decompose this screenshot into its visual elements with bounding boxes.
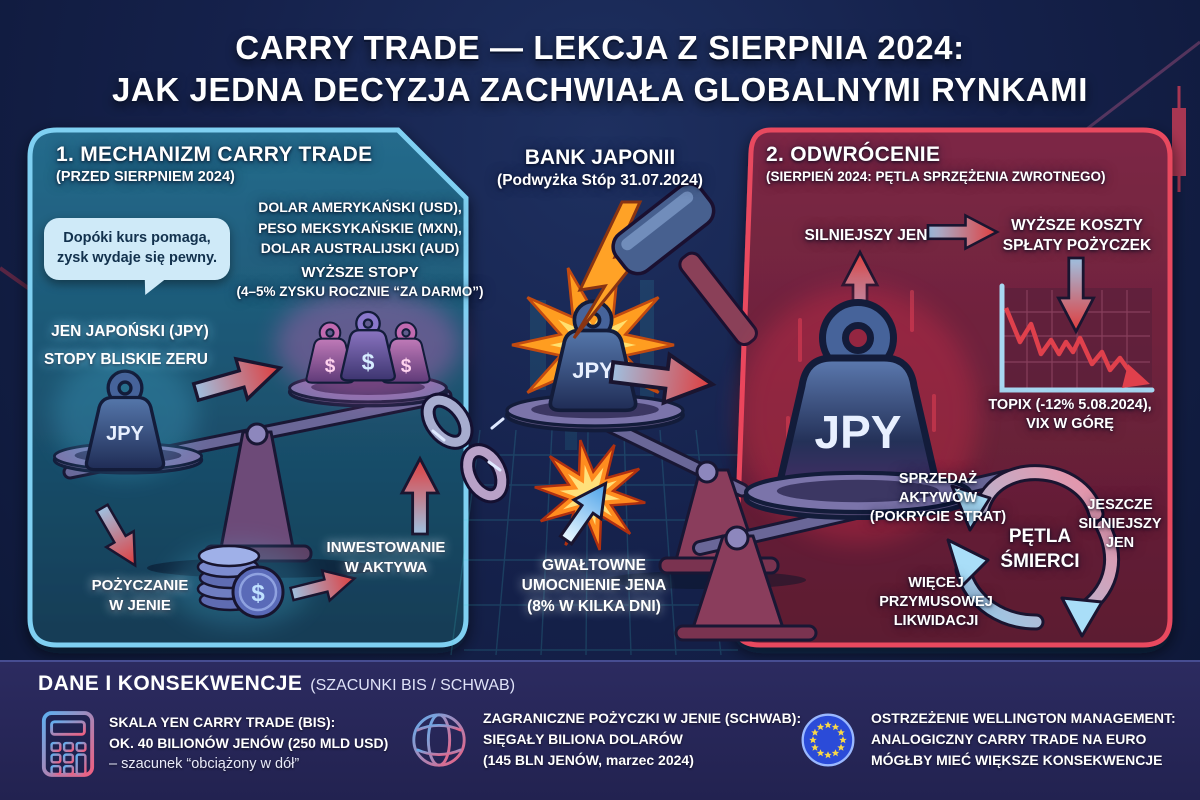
page-title-line2: JAK JEDNA DECYZJA ZACHWIAŁA GLOBALNYMI R… (111, 71, 1089, 108)
left-panel-subheading: (PRZED SIERPNIEM 2024) (56, 169, 235, 185)
bank-japan-heading: BANK JAPONII (524, 146, 676, 169)
yen-rates-label2: STOPY BLISKIE ZERU (44, 351, 208, 368)
borrow-label: POŻYCZANIE W JENIE (91, 577, 189, 614)
yen-rates-label: JEN JAPOŃSKI (JPY) (51, 323, 209, 340)
svg-text:$: $ (325, 356, 336, 377)
footer-item-schwab: ZAGRANICZNE POŻYCZKI W JENIE (SCHWAB): S… (408, 708, 801, 771)
loop-sell-label: SPRZEDAŻ AKTYWÓW (POKRYCIE STRAT) (869, 471, 1007, 526)
bank-japan-subheading: (Podwyżka Stóp 31.07.2024) (497, 172, 703, 189)
right-panel-subheading: (SIERPIEŃ 2024: PĘTLA SPRZĘŻENIA ZWROTNE… (766, 169, 1106, 184)
yen-surge-label: GWAŁTOWNE UMOCNIENIE JENA (8% W KILKA DN… (521, 557, 667, 615)
lightning-icon (572, 200, 647, 339)
calculator-icon (41, 711, 95, 777)
higher-rates-note: (4–5% ZYSKU ROCZNIE “ZA DARMO”) (236, 284, 484, 299)
globe-icon (412, 712, 466, 767)
invest-label: INWESTOWANIE W AKTYWA (326, 539, 446, 576)
page-title-line1: CARRY TRADE — LEKCJA Z SIERPNIA 2024: (235, 29, 965, 66)
coin-stack-icon: $ (196, 544, 285, 619)
eu-flag-icon (801, 713, 855, 766)
footer-strip: DANE I KONSEKWENCJE(SZACUNKI BIS / SCHWA… (0, 660, 1200, 800)
jpy-weight-label: JPY (572, 358, 614, 383)
svg-text:$: $ (401, 356, 412, 377)
death-loop-icon (946, 464, 1121, 638)
loop-stronger-yen-label: JESZCZE SILNIEJSZY JEN (1078, 497, 1162, 552)
loop-liquidation-label: WIĘCEJ PRZYMUSOWEJ LIKWIDACJI (879, 575, 993, 630)
currencies-label: DOLAR AMERYKAŃSKI (USD), PESO MEKSYKAŃSK… (258, 199, 462, 257)
broken-chain-icon (420, 392, 510, 504)
stronger-yen-label: SILNIEJSZY JEN (804, 227, 928, 244)
death-loop-label: PĘTLA ŚMIERCI (1000, 526, 1080, 573)
jpy-weight-label-big: JPY (815, 406, 902, 458)
higher-rates-label: WYŻSZE STOPY (301, 264, 419, 281)
higher-costs-label: WYŻSZE KOSZTY SPŁATY POŻYCZEK (1002, 217, 1152, 255)
right-panel-heading: 2. ODWRÓCENIE (766, 143, 941, 166)
speech-bubble: Dopóki kurs pomaga, zysk wydaje się pewn… (44, 218, 230, 280)
svg-text:$: $ (251, 580, 265, 607)
weight-icon (84, 369, 166, 472)
topix-label: TOPIX (-12% 5.08.2024), VIX W GÓRĘ (988, 397, 1152, 433)
hammer-icon (611, 182, 758, 347)
footer-item-wellington: OSTRZEŻENIE WELLINGTON MANAGEMENT: ANALO… (798, 708, 1176, 771)
footer-heading: DANE I KONSEKWENCJE(SZACUNKI BIS / SCHWA… (38, 672, 516, 695)
jpy-weight-label: JPY (106, 423, 144, 445)
dollar-weight-icon: $ $ $ (305, 310, 431, 384)
footer-item-bis: SKALA YEN CARRY TRADE (BIS): OK. 40 BILI… (40, 708, 388, 780)
left-panel-heading: 1. MECHANIZM CARRY TRADE (56, 143, 373, 166)
svg-text:$: $ (362, 349, 375, 375)
